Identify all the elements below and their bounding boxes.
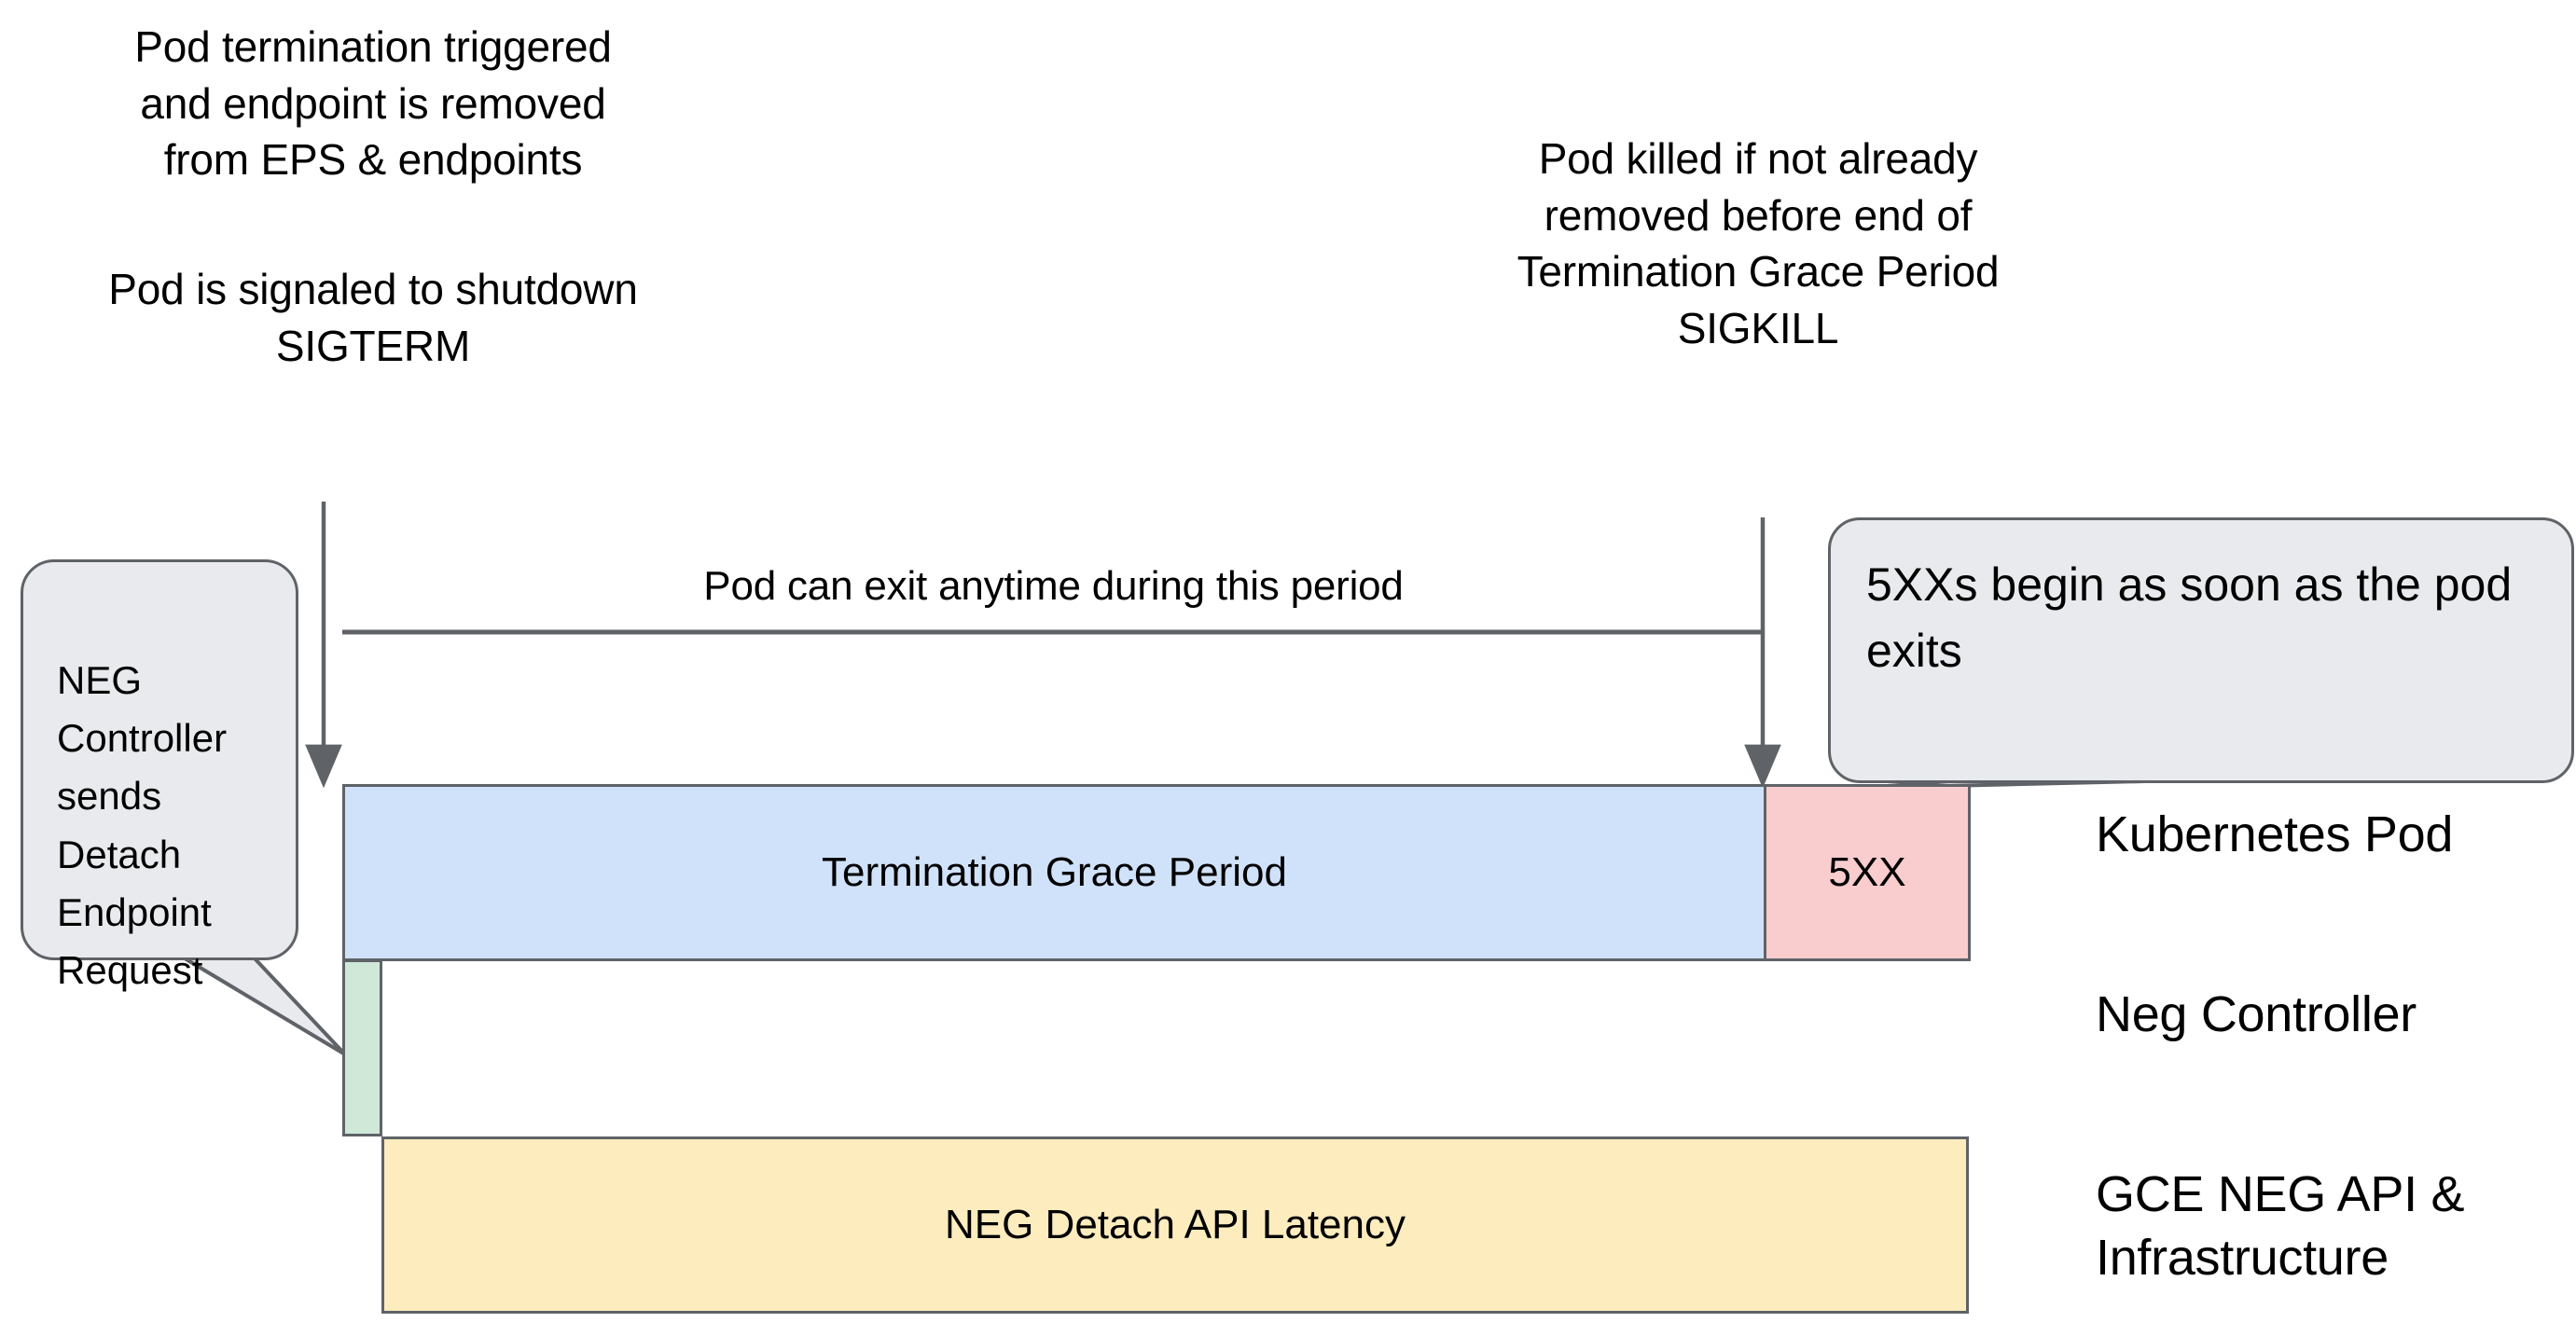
bar-label-termination-grace-period: Termination Grace Period [822, 849, 1287, 895]
annotation-pod-termination-triggered: Pod termination triggered and endpoint i… [134, 22, 612, 185]
lane-label-kubernetes-pod: Kubernetes Pod [2096, 806, 2454, 862]
bar-termination-grace-period: Termination Grace Period [342, 784, 1766, 961]
bar-neg-detach-send [342, 959, 382, 1136]
bar-neg-detach-api-latency: NEG Detach API Latency [381, 1136, 1969, 1314]
annotation-sigkill: Pod killed if not already removed before… [1517, 134, 2000, 353]
bar-label-neg-detach-api-latency: NEG Detach API Latency [944, 1202, 1406, 1247]
callout-5xx-begin-text: 5XXs begin as soon as the pod exits [1866, 558, 2513, 677]
callout-neg-detach-request-text: NEG Controller sends Detach Endpoint Req… [57, 658, 228, 992]
annotation-sigterm: Pod is signaled to shutdown SIGTERM [108, 265, 638, 370]
bar-5xx: 5XX [1764, 784, 1971, 961]
neg-callout-tail [183, 956, 347, 1056]
bar-label-5xx: 5XX [1828, 849, 1906, 895]
lane-label-neg-controller: Neg Controller [2096, 986, 2417, 1042]
lane-label-gce-neg-api: GCE NEG API & Infrastructure [2096, 1166, 2465, 1286]
caption-pod-can-exit: Pod can exit anytime during this period [703, 563, 1404, 609]
callout-5xx-begin: 5XXs begin as soon as the pod exits [1828, 517, 2574, 783]
callout-neg-detach-request: NEG Controller sends Detach Endpoint Req… [21, 559, 298, 992]
